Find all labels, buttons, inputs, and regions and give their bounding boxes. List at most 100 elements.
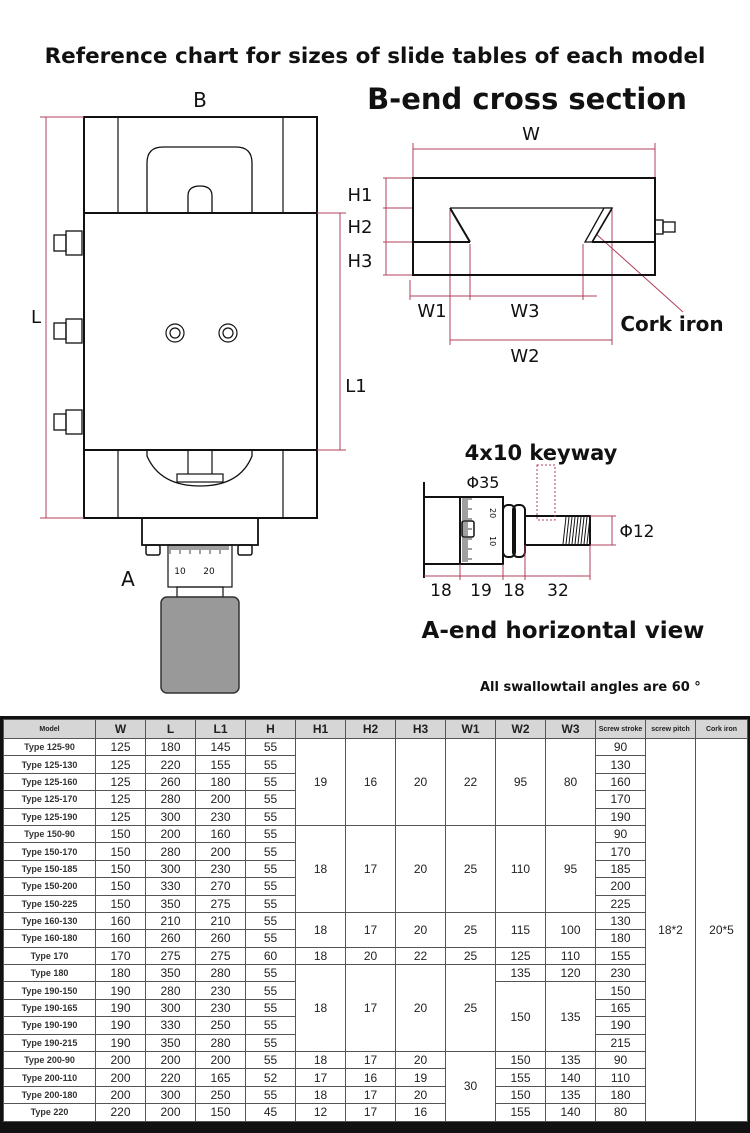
table-cell: 280: [195, 964, 246, 983]
table-cell: 165: [195, 1068, 246, 1087]
table-cell: 300: [145, 859, 196, 879]
model-cell: Type 200-110: [3, 1068, 96, 1087]
table-cell: 17: [345, 964, 396, 1053]
dim-w1-label: W1: [417, 301, 446, 322]
table-cell: 55: [245, 790, 296, 809]
table-cell: 250: [195, 1085, 246, 1105]
model-cell: Type 190-150: [3, 981, 96, 1000]
table-cell: 18: [295, 1051, 346, 1070]
table-cell: 22: [445, 738, 496, 826]
table-cell: 200: [145, 824, 196, 844]
table-cell: 160: [595, 772, 646, 792]
drawings: B 10 20 A: [31, 82, 724, 694]
table-cell: 110: [495, 824, 546, 913]
table-cell: 200: [145, 1051, 196, 1070]
side-knob-icon: [53, 230, 83, 435]
table-cell: 180: [195, 772, 246, 792]
table-cell: 200: [595, 877, 646, 896]
table-cell: 160: [195, 824, 246, 844]
table-cell: 125: [95, 737, 146, 757]
table-cell: 55: [245, 964, 296, 983]
table-cell: 230: [195, 859, 246, 879]
table-cell: 25: [445, 964, 496, 1053]
table-cell: 190: [95, 981, 146, 1000]
table-cell: 160: [95, 929, 146, 948]
thread-line: [583, 516, 588, 545]
table-cell: 135: [545, 1051, 596, 1070]
table-cell: 125: [95, 790, 146, 809]
table-cell: 220: [145, 755, 196, 774]
table-cell: 150: [495, 1051, 546, 1070]
column-header: H1: [295, 719, 346, 739]
thread-line: [580, 516, 585, 545]
model-cell: Type 180: [3, 964, 96, 983]
table-cell: 55: [245, 772, 296, 792]
table-cell: 17: [295, 1068, 346, 1087]
table-cell: 12: [295, 1103, 346, 1122]
table-cell: 275: [195, 894, 246, 913]
model-cell: Type 125-170: [3, 790, 96, 809]
table-cell: 220: [95, 1103, 146, 1122]
handwheel-handle: [160, 596, 240, 694]
dia-35-label: Φ35: [467, 473, 500, 492]
table-cell: 160: [95, 911, 146, 931]
model-cell: Type 190-165: [3, 998, 96, 1018]
dial-label-10: 10: [174, 567, 186, 577]
table-cell: 20: [395, 911, 446, 948]
table-cell: 100: [545, 911, 596, 948]
table-cell: 125: [495, 946, 546, 966]
table-cell: 215: [595, 1033, 646, 1053]
column-header: Cork iron: [695, 719, 748, 739]
table-cell: 90: [595, 824, 646, 844]
table-cell: 20: [345, 946, 396, 966]
table-cell: 180: [145, 737, 196, 757]
dim-label: 19: [470, 581, 492, 601]
dim-l-label: L: [31, 307, 41, 328]
table-cell: 280: [145, 981, 196, 1000]
model-cell: Type 160-180: [3, 929, 96, 948]
table-cell: 210: [195, 911, 246, 931]
thread-line: [586, 516, 591, 545]
table-cell: 130: [595, 911, 646, 931]
table-cell: 140: [545, 1103, 596, 1122]
table-cell: 275: [145, 946, 196, 966]
a-end-title: A-end horizontal view: [422, 618, 705, 644]
table-cell: 150: [195, 1103, 246, 1122]
table-cell: 18*2: [645, 738, 696, 1122]
table-cell: 250: [195, 1016, 246, 1035]
table-cell: 17: [345, 1103, 396, 1122]
table-cell: 60: [245, 946, 296, 966]
table-cell: 170: [595, 842, 646, 861]
table-cell: 130: [595, 755, 646, 774]
table-cell: 300: [145, 807, 196, 826]
table-cell: 25: [445, 824, 496, 913]
model-cell: Type 125-130: [3, 755, 96, 774]
table-cell: 18: [295, 1085, 346, 1105]
table-cell: 30: [445, 1051, 496, 1122]
table-cell: 260: [145, 929, 196, 948]
table-cell: 330: [145, 1016, 196, 1035]
table-cell: 90: [595, 737, 646, 757]
table-cell: 230: [195, 981, 246, 1000]
table-cell: 140: [545, 1068, 596, 1087]
table-cell: 200: [195, 790, 246, 809]
table-cell: 95: [545, 824, 596, 913]
table-cell: 16: [395, 1103, 446, 1122]
table-cell: 55: [245, 998, 296, 1018]
dim-w-label: W: [522, 124, 540, 145]
table-cell: 210: [145, 911, 196, 931]
table-cell: 55: [245, 737, 296, 757]
table-cell: 350: [145, 1033, 196, 1053]
table-cell: 155: [195, 755, 246, 774]
table-cell: 17: [345, 1085, 396, 1105]
